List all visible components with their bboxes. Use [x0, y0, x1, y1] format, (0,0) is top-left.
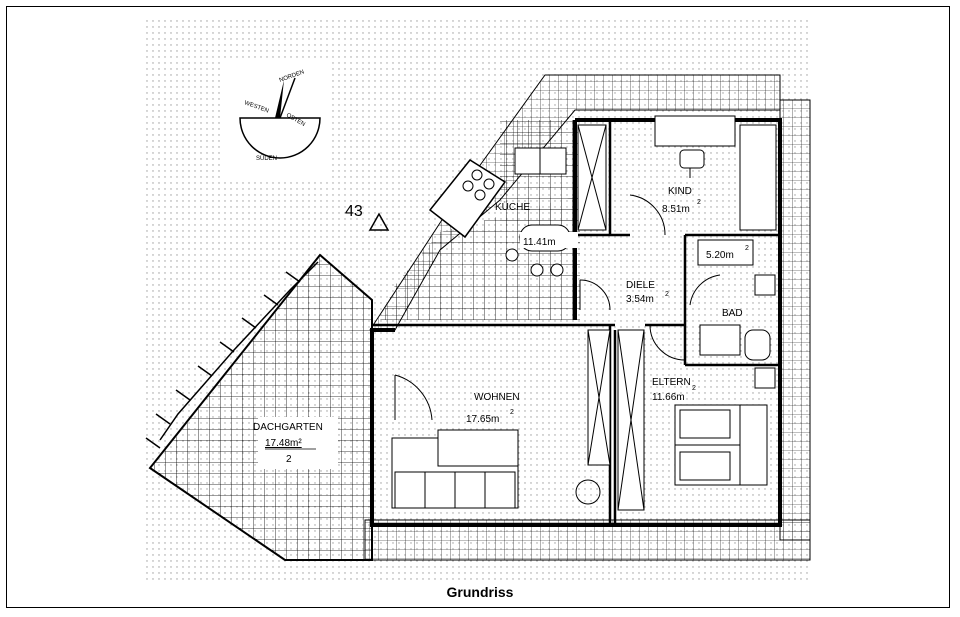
diele-area-superscript: 2	[665, 291, 669, 298]
figure-frame	[6, 6, 950, 608]
built-in-closets	[577, 124, 777, 511]
diele-label: DIELE	[626, 280, 655, 291]
eltern-label: ELTERN	[652, 377, 691, 388]
kind-desk	[654, 115, 736, 178]
triangle-marker-icon	[368, 212, 390, 231]
dachgarten-area: 17.48m²	[265, 438, 302, 449]
level-number: 43	[345, 203, 363, 220]
compass-south-label: SÜDEN	[256, 155, 277, 162]
bad-fixtures	[697, 239, 776, 389]
door-swings	[394, 194, 721, 421]
dachgarten-terrace	[145, 253, 373, 561]
kind-area-superscript: 2	[697, 199, 701, 206]
wohnen-area-superscript: 2	[510, 409, 514, 416]
eltern-area: 11.66m	[652, 392, 685, 403]
dachgarten-label: DACHGARTEN	[253, 422, 323, 433]
wohnen-area: 17.65m	[466, 414, 499, 425]
bad-area: 5.20m	[706, 250, 734, 261]
diele-area: 3.54m	[626, 294, 654, 305]
exterior-walls	[370, 118, 782, 527]
wohnen-furniture	[391, 429, 601, 509]
wohnen-label: WOHNEN	[474, 392, 520, 403]
eltern-bed	[674, 404, 768, 486]
compass-rose	[239, 77, 321, 159]
figure-caption: Grundriss	[446, 584, 514, 600]
kueche-area: 11.41m	[523, 237, 556, 248]
kueche-floor-upper	[500, 120, 580, 230]
kind-area: 8.51m	[662, 204, 690, 215]
bad-label: BAD	[722, 308, 743, 319]
kueche-label: KÜCHE	[495, 201, 530, 213]
dachgarten-number: 2	[286, 454, 292, 465]
eltern-area-superscript: 2	[692, 385, 696, 392]
bad-area-superscript: 2	[745, 245, 749, 252]
kind-label: KIND	[668, 186, 692, 197]
